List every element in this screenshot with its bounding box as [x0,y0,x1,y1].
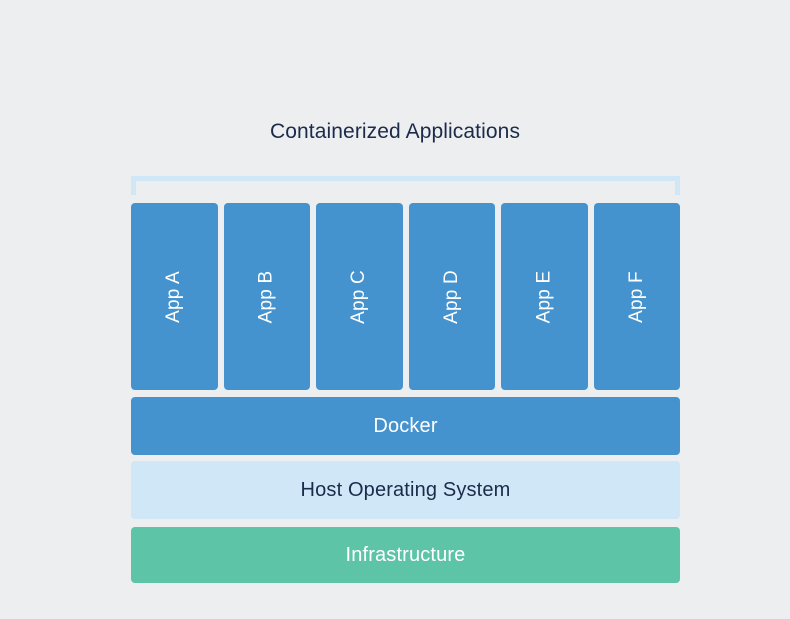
layer-host-operating-system-label: Host Operating System [300,478,511,501]
app-box-a-label: App A [163,270,185,323]
app-box-f: App F [593,203,680,390]
app-box-f-label: App F [625,270,647,323]
app-box-c-label: App C [348,269,370,324]
app-box-b-label: App B [255,270,277,323]
layer-docker: Docker [131,397,680,455]
app-box-e-label: App E [533,270,555,323]
app-box-e: App E [501,203,588,390]
layer-infrastructure: Infrastructure [131,527,680,583]
app-box-a: App A [131,203,218,390]
layer-docker-label: Docker [373,414,438,437]
containerized-apps-row: App A App B App C App D App E App F [131,203,680,390]
app-box-b: App B [223,203,310,390]
layer-host-operating-system: Host Operating System [131,461,680,519]
app-box-d: App D [408,203,495,390]
diagram-title: Containerized Applications [269,120,521,143]
app-box-d-label: App D [440,269,462,324]
layer-infrastructure-label: Infrastructure [345,543,466,566]
containerized-applications-bracket [131,176,680,195]
app-box-c: App C [316,203,403,390]
